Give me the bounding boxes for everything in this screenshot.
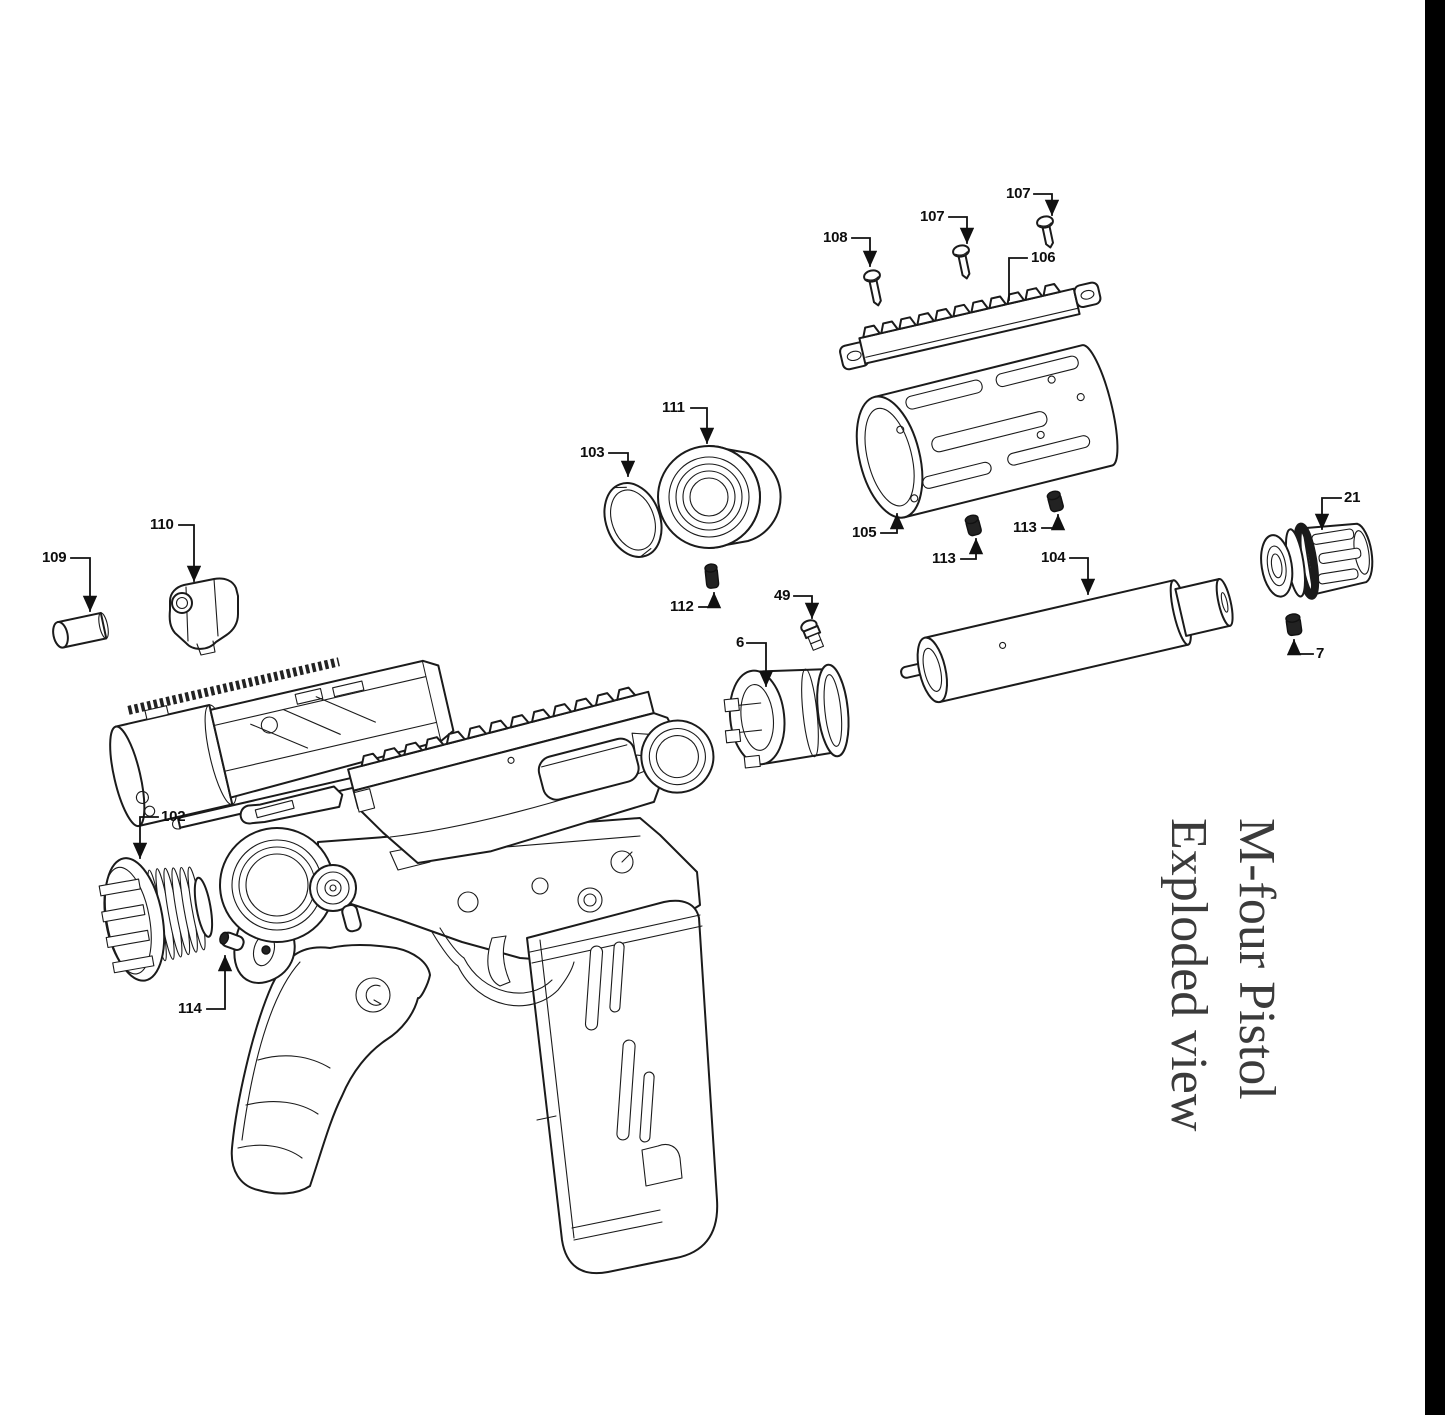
- part-label-114: 114: [178, 1000, 202, 1017]
- lock-ring: [603, 482, 663, 558]
- rail-screw-107-right: [1036, 215, 1054, 249]
- roll-pin-113-left: [964, 514, 982, 537]
- part-label-103: 103: [580, 444, 605, 461]
- detent-pin-112: [704, 563, 720, 589]
- title-line-1: M-four Pistol: [1228, 818, 1285, 1100]
- part-label-7: 7: [1316, 645, 1325, 662]
- part-label-107-right: 107: [1006, 185, 1031, 202]
- barrel-nut: [657, 445, 782, 549]
- gas-block: [168, 577, 239, 656]
- part-label-105: 105: [852, 524, 877, 541]
- pivot-pin-114: [219, 931, 245, 951]
- part-label-104: 104: [1041, 549, 1066, 566]
- top-rail: [839, 281, 1102, 371]
- part-label-112: 112: [670, 598, 694, 615]
- upper-receiver: [239, 686, 715, 864]
- rail-screw-107-left: [952, 244, 971, 280]
- rear-takedown-pin: [309, 864, 362, 933]
- trigger-guard: [431, 927, 575, 1007]
- pistol-grip: [230, 944, 431, 1195]
- part-label-107-left: 107: [920, 208, 945, 225]
- magazine: [526, 899, 719, 1275]
- right-edge-bar: [1425, 0, 1445, 1415]
- gas-screw-49: [800, 619, 825, 651]
- part-label-110: 110: [150, 516, 174, 533]
- part-label-111: 111: [662, 399, 685, 416]
- part-label-113-left: 113: [932, 550, 956, 567]
- barrel: [900, 577, 1234, 704]
- delta-ring: [723, 663, 850, 769]
- part-label-106: 106: [1031, 249, 1056, 266]
- part-label-102: 102: [161, 808, 186, 825]
- roll-pin-113-right: [1046, 490, 1064, 513]
- rail-screw-108: [863, 269, 882, 307]
- part-label-109: 109: [42, 549, 67, 566]
- leader-lines: [70, 193, 1342, 1010]
- part-label-113-right: 113: [1013, 519, 1037, 536]
- part-label-6: 6: [736, 634, 745, 651]
- muzzle-pin-7: [1285, 613, 1303, 637]
- handguard: [855, 344, 1119, 519]
- part-label-108: 108: [823, 229, 848, 246]
- flash-hider: [1260, 522, 1374, 600]
- diagram-title: M-four Pistol Exploded view: [1150, 818, 1290, 1152]
- stock-cap: [98, 857, 214, 982]
- part-label-21: 21: [1344, 489, 1361, 506]
- title-line-2: Exploded view: [1160, 818, 1217, 1132]
- pin-109: [52, 611, 109, 649]
- part-label-49: 49: [774, 587, 791, 604]
